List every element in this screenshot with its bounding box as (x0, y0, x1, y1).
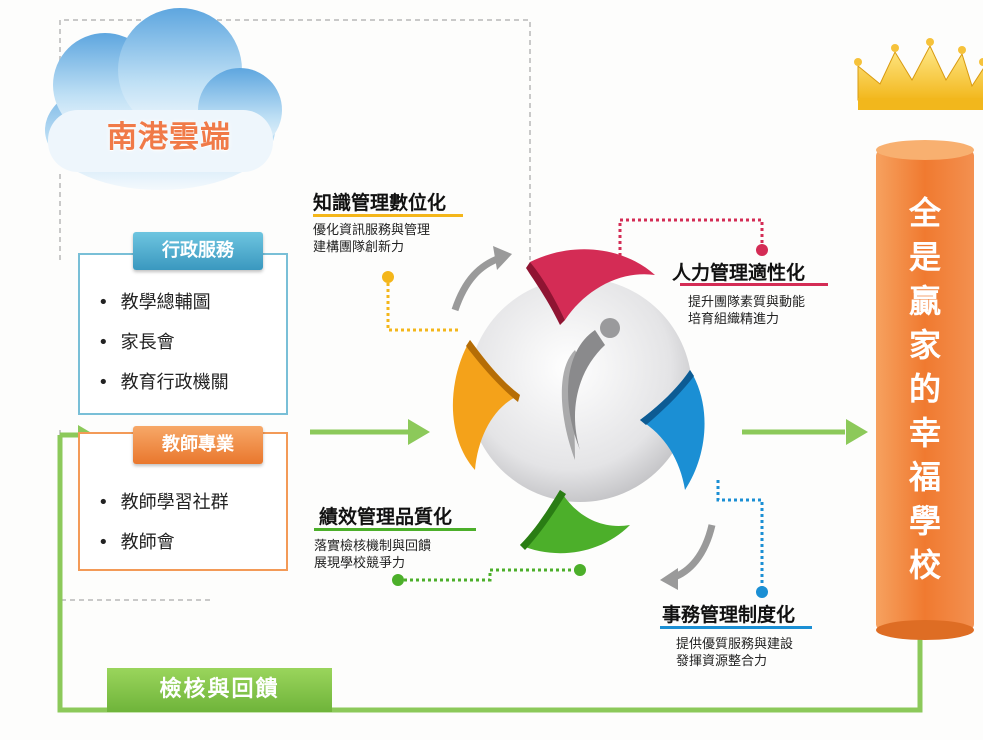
affairs-desc: 提供優質服務與建設 發揮資源整合力 (676, 636, 793, 670)
pillar-char: 福 (908, 458, 941, 496)
list-item: 教師學習社群 (98, 488, 229, 514)
hr-line: 提升團隊素質與動能 (688, 295, 806, 310)
teacher-professional-tag: 教師專業 (133, 426, 263, 464)
list-item: 教育行政機關 (98, 368, 229, 394)
pillar-char: 全 (908, 194, 941, 232)
hr-underline (680, 283, 828, 286)
performance-desc: 落實檢核機制與回饋 展現學校競爭力 (314, 538, 431, 572)
knowledge-desc: 優化資訊服務與管理 建構團隊創新力 (313, 222, 430, 256)
performance-title: 績效管理品質化 (319, 506, 453, 528)
hr-title: 人力管理適性化 (672, 262, 806, 284)
hr-line: 培育組織精進力 (688, 312, 780, 327)
feedback-frame (57, 435, 923, 713)
cloud-icon (45, 8, 282, 190)
petal-red (530, 249, 655, 320)
knowledge-line: 優化資訊服務與管理 (313, 223, 431, 238)
cloud-label: 南港雲端 (107, 120, 231, 155)
admin-services-tag: 行政服務 (133, 232, 263, 270)
list-item: 教師會 (98, 528, 175, 554)
crown-icon (854, 38, 983, 110)
pillar-char: 家 (908, 326, 941, 364)
affairs-title: 事務管理制度化 (662, 604, 796, 626)
pillar (876, 150, 974, 630)
affairs-line: 發揮資源整合力 (676, 654, 768, 669)
performance-line: 落實檢核機制與回饋 (314, 539, 432, 554)
pillar-char: 是 (908, 238, 941, 276)
pillar-arrowhead (846, 419, 868, 445)
pillar-char: 的 (908, 370, 941, 408)
performance-line: 展現學校競爭力 (314, 556, 406, 571)
feedback-label: 檢核與回饋 (107, 668, 332, 712)
petal-blue (640, 370, 705, 490)
center-arrowhead (408, 419, 430, 445)
pillar-char: 學 (908, 502, 941, 540)
hr-desc: 提升團隊素質與動能 培育組織精進力 (688, 294, 805, 328)
list-item: 教學總輔圖 (98, 288, 211, 314)
pillar-char: 幸 (908, 414, 941, 452)
knowledge-line: 建構團隊創新力 (313, 240, 405, 255)
center-disc (468, 278, 692, 502)
center-logo (561, 318, 620, 460)
pillar-char: 校 (908, 546, 941, 584)
performance-underline (314, 528, 476, 531)
knowledge-title: 知識管理數位化 (313, 192, 447, 214)
petal-orange (452, 340, 520, 470)
list-item: 家長會 (98, 328, 175, 354)
pillar-char: 贏 (908, 282, 941, 320)
affairs-line: 提供優質服務與建設 (676, 637, 794, 652)
knowledge-underline (313, 214, 463, 217)
affairs-underline (660, 626, 812, 629)
petal-green (520, 490, 630, 554)
